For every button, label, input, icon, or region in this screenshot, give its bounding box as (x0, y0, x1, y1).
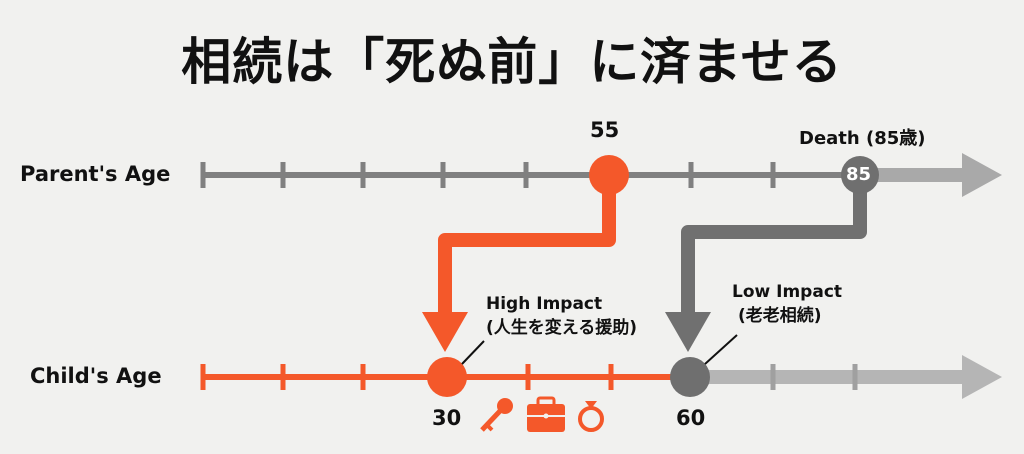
child-arrow-head (962, 355, 1002, 399)
parent-age-55: 55 (590, 118, 620, 142)
high-impact-connector (438, 180, 616, 320)
child-30-marker (427, 357, 467, 397)
page-title: 相続は「死ぬ前」に済ませる (181, 33, 843, 91)
child-age-60: 60 (676, 406, 706, 430)
death-age: 85 (846, 164, 872, 185)
child-age-30: 30 (432, 406, 462, 430)
death-label: Death (85歳) (799, 128, 926, 149)
low-impact-title: Low Impact (732, 282, 843, 302)
high-impact-title: High Impact (486, 294, 603, 314)
parent-arrow-head (962, 153, 1002, 197)
parent-age-label: Parent's Age (20, 162, 171, 186)
high-impact-arrow-head (422, 312, 468, 352)
low-impact-subtitle: (老老相続) (738, 306, 822, 326)
low-impact-connector (681, 180, 867, 320)
key-icon (480, 398, 513, 432)
low-impact-leader (704, 334, 738, 365)
high-impact-leader (461, 340, 485, 365)
child-60-marker (670, 357, 710, 397)
parent-85-marker (841, 156, 879, 194)
ring-icon (578, 401, 604, 432)
high-impact-subtitle: (人生を変える援助) (486, 318, 638, 338)
parent-55-marker (589, 155, 629, 195)
parent-ticks (200, 162, 776, 188)
briefcase-icon (527, 396, 565, 432)
child-age-label: Child's Age (30, 364, 162, 388)
child-timeline (200, 355, 1002, 399)
low-impact-annotation: Low Impact (老老相続) (732, 280, 842, 328)
low-impact-arrow-head (665, 312, 711, 352)
high-impact-annotation: High Impact (人生を変える援助) (486, 292, 637, 340)
